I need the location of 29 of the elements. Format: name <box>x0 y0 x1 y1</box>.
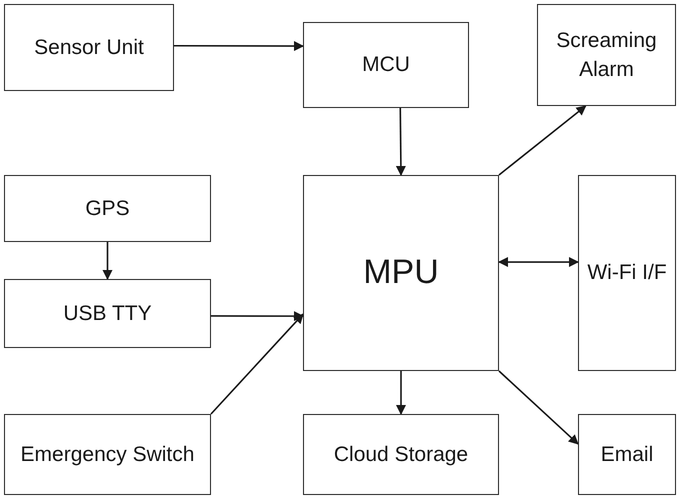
arrow <box>174 41 304 52</box>
arrow <box>210 313 304 415</box>
arrow <box>498 257 579 268</box>
box-label: MCU <box>361 52 411 78</box>
process-box <box>303 414 499 495</box>
process-box <box>4 4 174 91</box>
box-label: GPS <box>84 196 131 222</box>
arrow <box>498 370 579 445</box>
process-box <box>303 22 469 108</box>
box-label: MPU <box>362 252 440 294</box>
box-label: Wi-Fi I/F <box>586 260 668 286</box>
arrow <box>396 371 406 415</box>
box-label: Cloud Storage <box>332 442 470 468</box>
process-box <box>303 175 499 371</box>
arrow <box>498 105 586 176</box>
process-box <box>4 175 211 242</box>
process-box <box>578 414 676 495</box>
process-box <box>578 175 676 371</box>
arrow <box>102 242 112 280</box>
process-box <box>537 4 676 106</box>
process-box <box>4 279 211 348</box>
box-label: Emergency Switch <box>20 442 196 468</box>
box-label: Screaming Alarm <box>555 28 658 83</box>
arrow <box>396 108 406 176</box>
box-label: Email <box>600 442 654 468</box>
arrow <box>211 311 304 322</box>
process-box <box>4 414 211 495</box>
box-label: Sensor Unit <box>33 34 145 61</box>
box-label: USB TTY <box>62 300 153 327</box>
